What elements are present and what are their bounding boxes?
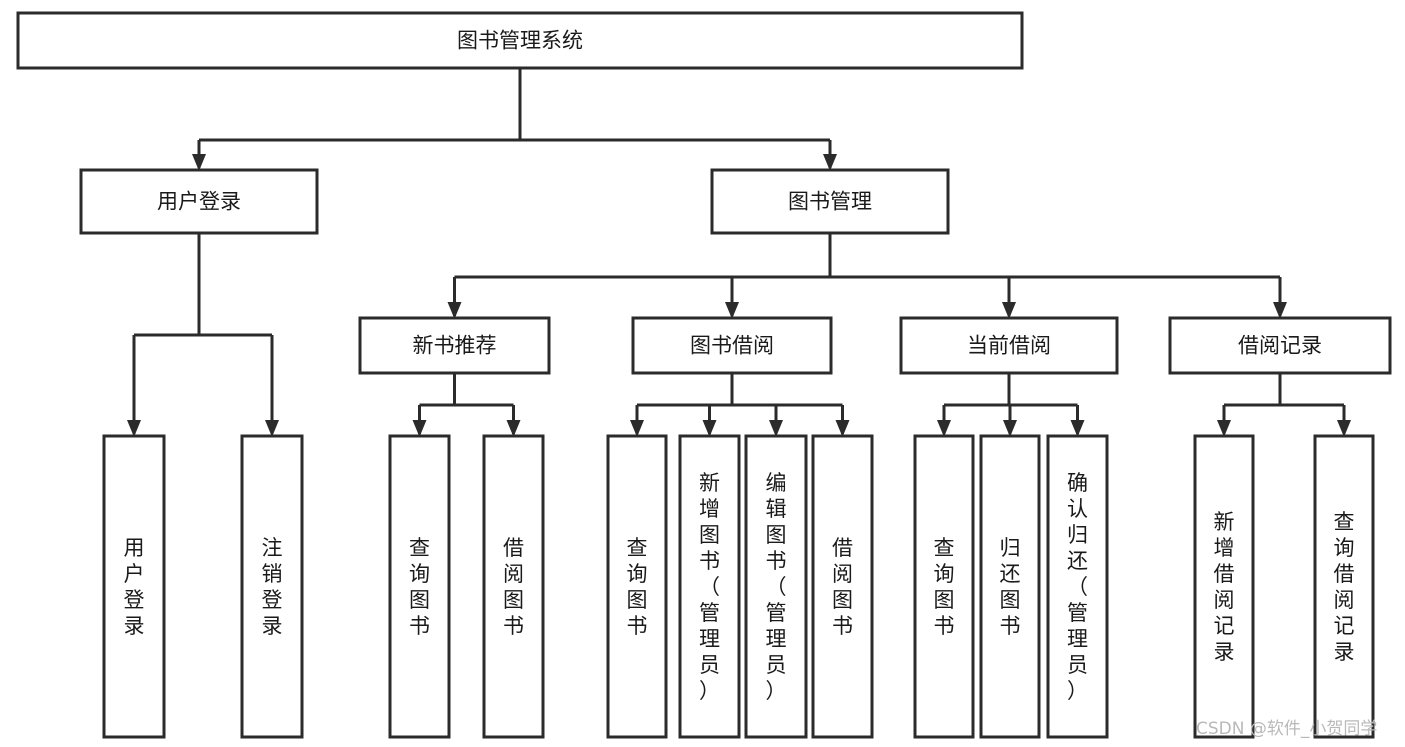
node-label-leaf-query-book-3: 查询图书 xyxy=(934,536,955,638)
node-leaf-add-book[interactable]: 新增图书（管理员） xyxy=(678,434,741,739)
node-label-book-manage: 图书管理 xyxy=(788,190,872,214)
arrow-head-icon xyxy=(769,420,783,437)
node-current-borrow[interactable]: 当前借阅 xyxy=(899,316,1119,375)
node-box-leaf-borrow-book-2[interactable] xyxy=(811,434,874,739)
node-label-leaf-query-record: 查询借阅记录 xyxy=(1334,510,1355,664)
node-label-leaf-query-book-2: 查询图书 xyxy=(627,536,648,638)
node-box-new-book-recommend[interactable] xyxy=(358,316,551,375)
node-leaf-logout[interactable]: 注销登录 xyxy=(240,434,304,739)
node-box-leaf-logout[interactable] xyxy=(240,434,304,739)
node-leaf-query-book-1[interactable]: 查询图书 xyxy=(388,434,451,739)
node-box-leaf-user-login[interactable] xyxy=(102,434,166,739)
node-label-leaf-logout: 注销登录 xyxy=(262,536,283,638)
node-box-root[interactable] xyxy=(16,11,1024,70)
node-new-book-recommend[interactable]: 新书推荐 xyxy=(358,316,551,375)
node-label-leaf-query-book-1: 查询图书 xyxy=(409,536,430,638)
node-box-book-borrow[interactable] xyxy=(631,316,833,375)
arrow-head-icon xyxy=(447,302,462,319)
node-label-book-borrow: 图书借阅 xyxy=(690,334,774,358)
node-user-login[interactable]: 用户登录 xyxy=(79,168,319,235)
arrow-head-icon xyxy=(1070,420,1085,437)
arrow-head-icon xyxy=(506,420,521,437)
node-label-leaf-edit-book: 编辑图书（管理员） xyxy=(766,471,787,703)
csdn-watermark: CSDN @软件_小贺同学 xyxy=(1196,719,1377,739)
node-leaf-add-record[interactable]: 新增借阅记录 xyxy=(1193,434,1255,739)
arrow-head-icon xyxy=(412,420,427,437)
node-label-leaf-return-book: 归还图书 xyxy=(1000,536,1021,638)
node-book-manage[interactable]: 图书管理 xyxy=(710,168,950,235)
node-leaf-borrow-book-1[interactable]: 借阅图书 xyxy=(482,434,545,739)
node-layer: 图书管理系统用户登录图书管理新书推荐图书借阅当前借阅借阅记录用户登录注销登录查询… xyxy=(16,11,1392,739)
node-label-user-login: 用户登录 xyxy=(157,190,241,214)
node-box-leaf-confirm-return[interactable] xyxy=(1046,434,1109,739)
arrow-head-icon xyxy=(1002,302,1016,319)
arrow-head-icon xyxy=(702,420,717,437)
node-box-leaf-add-book[interactable] xyxy=(678,434,741,739)
node-leaf-edit-book[interactable]: 编辑图书（管理员） xyxy=(744,434,808,739)
node-box-leaf-query-book-3[interactable] xyxy=(913,434,975,739)
arrow-head-icon xyxy=(127,420,141,437)
node-label-leaf-add-book: 新增图书（管理员） xyxy=(699,471,720,703)
node-box-leaf-query-record[interactable] xyxy=(1313,434,1375,739)
node-leaf-query-book-2[interactable]: 查询图书 xyxy=(606,434,668,739)
node-book-borrow[interactable]: 图书借阅 xyxy=(631,316,833,375)
arrow-head-icon xyxy=(192,154,206,171)
node-label-borrow-record: 借阅记录 xyxy=(1238,334,1322,358)
node-box-book-manage[interactable] xyxy=(710,168,950,235)
arrow-head-icon xyxy=(1273,302,1287,319)
arrow-head-icon xyxy=(1003,420,1017,437)
arrow-head-icon xyxy=(1337,420,1351,437)
node-box-borrow-record[interactable] xyxy=(1168,316,1392,375)
arrow-head-icon xyxy=(1217,420,1231,437)
node-leaf-return-book[interactable]: 归还图书 xyxy=(979,434,1041,739)
node-leaf-borrow-book-2[interactable]: 借阅图书 xyxy=(811,434,874,739)
node-root[interactable]: 图书管理系统 xyxy=(16,11,1024,70)
arrow-head-icon xyxy=(835,420,850,437)
node-leaf-query-book-3[interactable]: 查询图书 xyxy=(913,434,975,739)
node-box-leaf-add-record[interactable] xyxy=(1193,434,1255,739)
node-borrow-record[interactable]: 借阅记录 xyxy=(1168,316,1392,375)
node-box-leaf-query-book-2[interactable] xyxy=(606,434,668,739)
node-box-current-borrow[interactable] xyxy=(899,316,1119,375)
arrow-head-icon xyxy=(937,420,951,437)
node-label-leaf-borrow-book-1: 借阅图书 xyxy=(503,536,524,638)
node-box-leaf-query-book-1[interactable] xyxy=(388,434,451,739)
node-leaf-query-record[interactable]: 查询借阅记录 xyxy=(1313,434,1375,739)
node-box-leaf-borrow-book-1[interactable] xyxy=(482,434,545,739)
arrow-head-icon xyxy=(823,154,837,171)
node-label-leaf-confirm-return: 确认归还（管理员） xyxy=(1067,471,1088,703)
node-label-leaf-borrow-book-2: 借阅图书 xyxy=(832,536,853,638)
arrow-head-icon xyxy=(725,302,739,319)
node-box-user-login[interactable] xyxy=(79,168,319,235)
node-label-leaf-add-record: 新增借阅记录 xyxy=(1214,510,1235,664)
node-label-current-borrow: 当前借阅 xyxy=(967,334,1051,358)
node-label-leaf-user-login: 用户登录 xyxy=(124,536,145,638)
node-leaf-confirm-return[interactable]: 确认归还（管理员） xyxy=(1046,434,1109,739)
connector-layer xyxy=(127,68,1351,437)
node-label-new-book-recommend: 新书推荐 xyxy=(413,334,497,358)
arrow-head-icon xyxy=(630,420,644,437)
node-leaf-user-login[interactable]: 用户登录 xyxy=(102,434,166,739)
node-box-leaf-return-book[interactable] xyxy=(979,434,1041,739)
node-label-root: 图书管理系统 xyxy=(457,29,583,53)
arrow-head-icon xyxy=(265,420,279,437)
node-box-leaf-edit-book[interactable] xyxy=(744,434,808,739)
